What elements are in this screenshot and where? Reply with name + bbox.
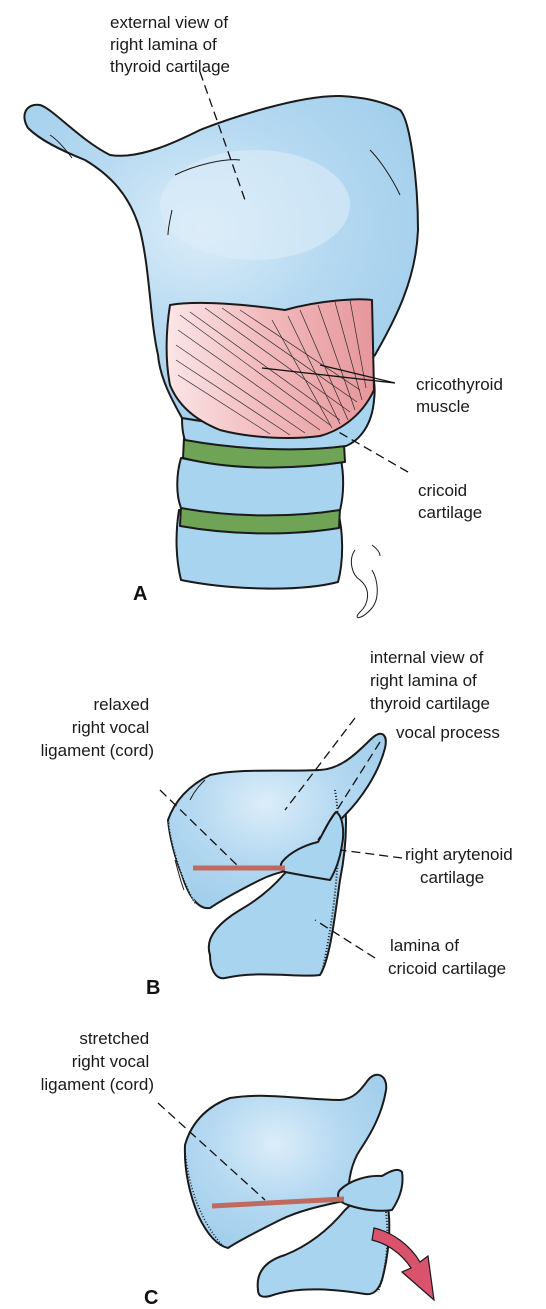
label-cricoid-lamina: lamina of cricoid cartilage	[388, 936, 506, 978]
leader-arytenoid	[340, 850, 402, 858]
label-stretched-ligament: stretched right vocal ligament (cord)	[41, 1029, 154, 1094]
panel-c: stretched right vocal ligament (cord) C	[41, 1029, 434, 1309]
thyroid-highlight	[160, 150, 350, 260]
panel-letter-a: A	[133, 583, 147, 605]
label-arytenoid: right arytenoid cartilage	[405, 845, 517, 887]
panel-b: internal view of right lamina of thyroid…	[41, 648, 518, 999]
panel-letter-b: B	[146, 977, 160, 999]
panel-letter-c: C	[144, 1287, 158, 1309]
artist-signature	[351, 545, 380, 618]
leader-cricoid	[335, 430, 408, 472]
label-vocal-process: vocal process	[396, 723, 500, 742]
label-relaxed-ligament: relaxed right vocal ligament (cord)	[41, 695, 154, 760]
label-cricothyroid: cricothyroid muscle	[416, 375, 508, 416]
label-thyroid-external: external view of right lamina of thyroid…	[110, 13, 233, 76]
panel-a: external view of right lamina of thyroid…	[24, 13, 507, 618]
label-cricoid: cricoid cartilage	[418, 481, 482, 522]
label-thyroid-internal: internal view of right lamina of thyroid…	[370, 648, 490, 713]
